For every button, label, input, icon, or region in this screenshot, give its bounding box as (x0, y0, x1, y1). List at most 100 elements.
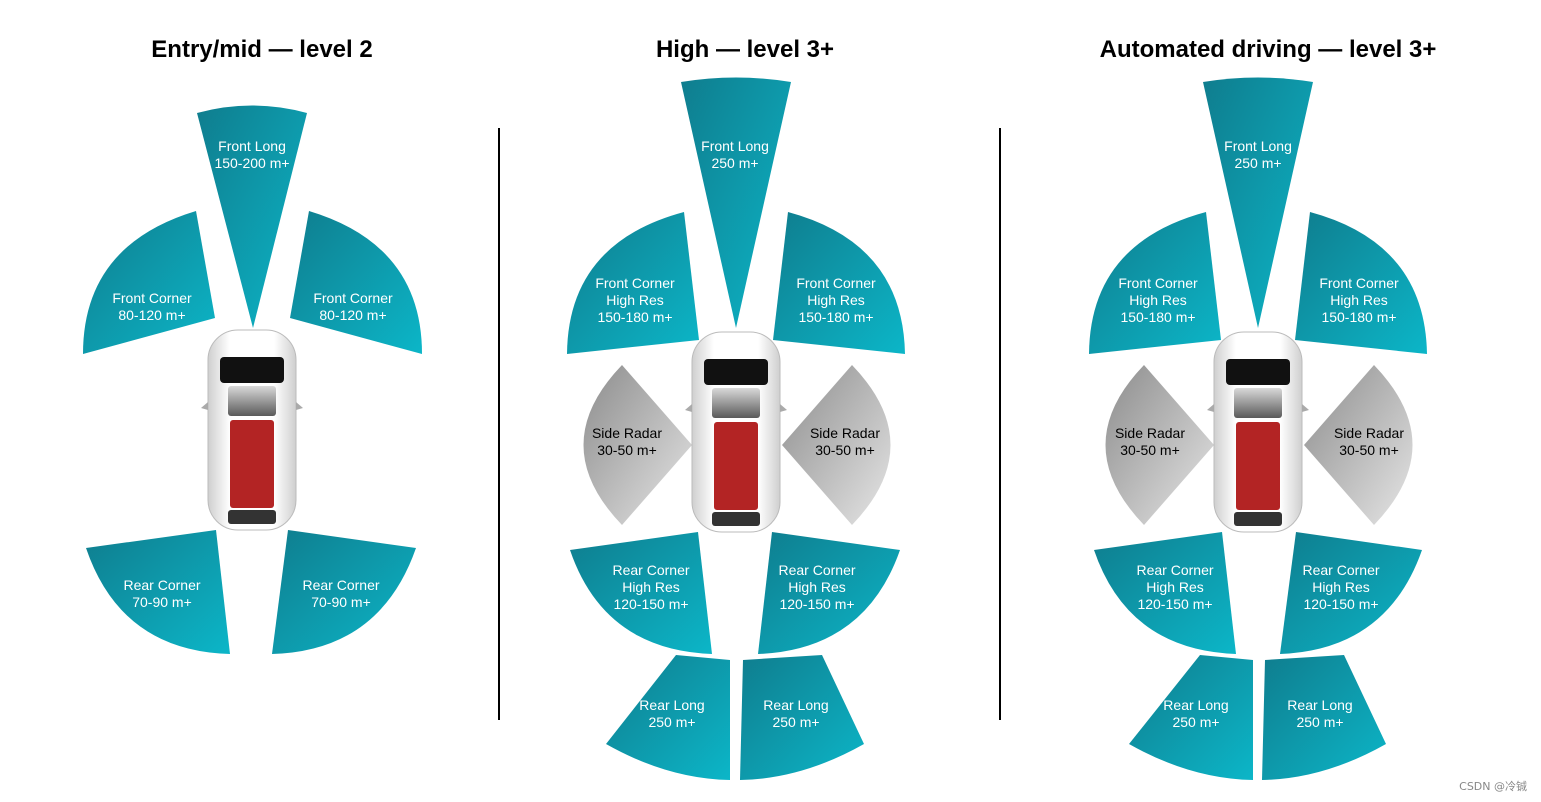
sensor-label-line: 250 m+ (1296, 714, 1343, 730)
sensor-label-line: 250 m+ (648, 714, 695, 730)
car (1207, 331, 1309, 533)
sensor-label-line: High Res (622, 579, 680, 595)
sensor-label-line: 150-180 m+ (798, 309, 873, 325)
sensor-label-line: Front Corner (595, 275, 675, 291)
sensor-label-line: Front Corner (1118, 275, 1198, 291)
sensor-label-line: High Res (1146, 579, 1204, 595)
sensor-label-line: Side Radar (592, 425, 662, 441)
rear-corner-right-sector (272, 530, 416, 654)
sensor-label-line: 30-50 m+ (1120, 442, 1180, 458)
front-corner-right-sector (773, 212, 905, 354)
sensor-label-line: High Res (606, 292, 664, 308)
sensor-label-line: 250 m+ (772, 714, 819, 730)
sensor-label-line: High Res (807, 292, 865, 308)
sensor-label-line: High Res (1330, 292, 1388, 308)
sensor-label-line: Side Radar (1334, 425, 1404, 441)
rear-long-left-sector (606, 655, 730, 780)
sensors (83, 105, 422, 654)
sensor-label-line: 250 m+ (1172, 714, 1219, 730)
sensor-label-line: Rear Corner (302, 577, 379, 593)
rear-corner-left-sector (1094, 532, 1236, 654)
rear-corner-right-sector (758, 532, 900, 654)
rear-corner-right-sector (1280, 532, 1422, 654)
sensor-label-line: High Res (1312, 579, 1370, 595)
sensor-label-line: 150-180 m+ (597, 309, 672, 325)
sensor-label-line: Rear Corner (1136, 562, 1213, 578)
sensor-label-line: Rear Long (639, 697, 704, 713)
sensor-label-line: 80-120 m+ (319, 307, 386, 323)
rear-long-left-sector (1129, 655, 1253, 780)
sensor-label-line: Front Long (218, 138, 286, 154)
rear-long-right-sector (1262, 655, 1386, 780)
sensor-label-line: 120-150 m+ (779, 596, 854, 612)
sensor-label-line: High Res (1129, 292, 1187, 308)
sensor-label-line: Front Corner (1319, 275, 1399, 291)
sensor-label-line: Rear Long (1287, 697, 1352, 713)
sensor-label-line: Rear Long (763, 697, 828, 713)
sensor-label-line: 80-120 m+ (118, 307, 185, 323)
sensor-label-line: Front Long (701, 138, 769, 154)
sensors (1089, 77, 1427, 780)
car (685, 331, 787, 533)
sensor-label-line: 70-90 m+ (132, 594, 192, 610)
sensor-label-line: 120-150 m+ (1303, 596, 1378, 612)
sensor-label-line: High Res (788, 579, 846, 595)
panel-title: Entry/mid — level 2 (151, 36, 372, 63)
sensor-label-line: Side Radar (810, 425, 880, 441)
sensor-label-line: Rear Corner (778, 562, 855, 578)
front-long-sector (197, 105, 307, 328)
panel-entry-mid: Entry/mid — level 2 (83, 36, 422, 654)
sensor-label-line: Side Radar (1115, 425, 1185, 441)
sensor-label-line: Rear Corner (612, 562, 689, 578)
sensor-label-line: Front Corner (796, 275, 876, 291)
front-corner-left-sector (567, 212, 699, 354)
rear-corner-left-sector (86, 530, 230, 654)
sensor-label-line: 150-180 m+ (1120, 309, 1195, 325)
car (201, 329, 303, 531)
front-long-sector (1203, 77, 1313, 328)
watermark: CSDN @冷铖 (1459, 780, 1527, 793)
sensor-label-line: Rear Long (1163, 697, 1228, 713)
sensor-label-line: 70-90 m+ (311, 594, 371, 610)
sensor-label-line: Rear Corner (1302, 562, 1379, 578)
sensor-label-line: 150-180 m+ (1321, 309, 1396, 325)
panel-title: Automated driving — level 3+ (1100, 36, 1437, 63)
panel-title: High — level 3+ (656, 36, 834, 63)
front-corner-left-sector (83, 211, 215, 354)
front-corner-left-sector (1089, 212, 1221, 354)
sensor-label-line: 30-50 m+ (597, 442, 657, 458)
front-corner-right-sector (1295, 212, 1427, 354)
rear-long-right-sector (740, 655, 864, 780)
sensor-label-line: Front Long (1224, 138, 1292, 154)
side-radar-right-sector (1304, 365, 1413, 525)
sensor-label-line: 120-150 m+ (613, 596, 688, 612)
side-radar-left-sector (583, 365, 692, 525)
sensor-label-line: 150-200 m+ (214, 155, 289, 171)
sensor-label-line: 120-150 m+ (1137, 596, 1212, 612)
rear-corner-left-sector (570, 532, 712, 654)
sensor-label-line: 250 m+ (1234, 155, 1281, 171)
